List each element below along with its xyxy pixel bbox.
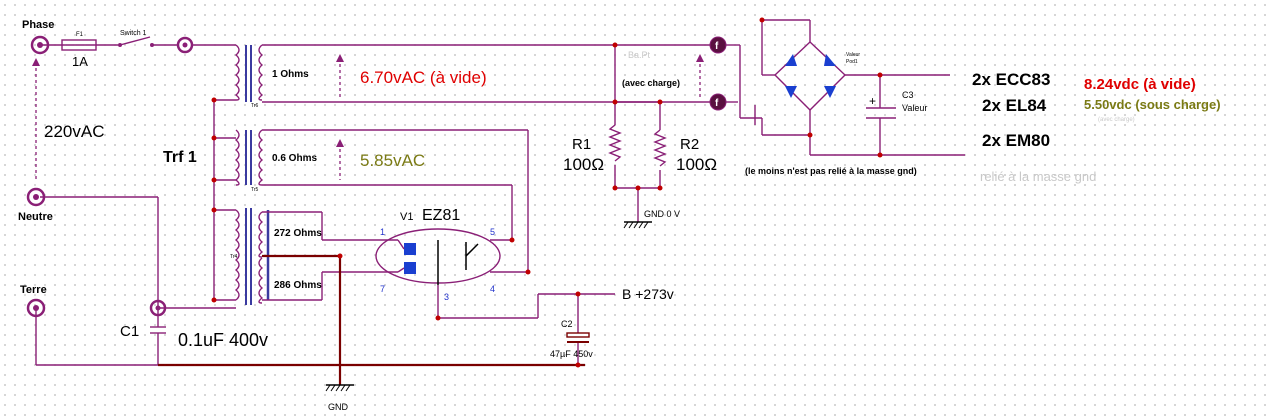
- note-ghost-label: relié à la masse gnd: [980, 169, 1096, 184]
- bridge-ref-label: Valeur: [846, 52, 860, 58]
- gnd-bottom-label: GND: [328, 402, 349, 412]
- sec3-label: 272 Ohms: [274, 228, 322, 239]
- vdc-ghost-label: (avec charge): [1098, 117, 1135, 123]
- bridge-ref2-label: Pod1: [846, 59, 858, 65]
- r1-value-label: 100Ω: [563, 155, 604, 174]
- tube-name-label: EZ81: [422, 207, 460, 224]
- vdc-load-label: 5.50vdc (sous charge): [1084, 97, 1221, 112]
- fuse-ref-label: F1: [76, 32, 84, 38]
- c3-ref-label: C3: [902, 90, 914, 100]
- ez81-tube: [375, 228, 501, 285]
- c2-capacitor: [566, 332, 590, 343]
- pin5-label: 5: [490, 227, 495, 237]
- note-label: (le moins n'est pas relié à la masse gnd…: [745, 166, 917, 176]
- output-em80-label: 2x EM80: [982, 131, 1050, 150]
- c2-ref-label: C2: [561, 319, 573, 329]
- c2-value-label: 47µF 450v: [550, 349, 593, 359]
- phase-terminal: [30, 35, 50, 55]
- gnd-symbol-0v: [623, 188, 652, 229]
- sec4-label: 286 Ohms: [274, 280, 322, 291]
- r1-ref-label: R1: [572, 136, 591, 153]
- junction-dots: [211, 17, 883, 368]
- transformer-2: [234, 129, 264, 186]
- sec2-label: 0.6 Ohms: [272, 153, 317, 164]
- ghost-top-label: Ba.Pt: [628, 50, 651, 60]
- secondary-wiring: [262, 44, 710, 365]
- tr5-label: Tr5: [251, 187, 259, 193]
- transformer-label: Trf 1: [163, 149, 197, 166]
- r2-ref-label: R2: [680, 136, 699, 153]
- neutral-terminal: [26, 187, 46, 207]
- secondary-1-voltage: 6.70vAC (à vide): [360, 68, 487, 87]
- resistor-network: [608, 45, 667, 189]
- c1-node-terminal: [149, 299, 167, 317]
- mains-wiring: [32, 44, 585, 367]
- c3-value-label: Valeur: [902, 103, 927, 113]
- meter-bottom-letter: f: [715, 98, 719, 109]
- earth-terminal: [26, 298, 46, 318]
- meter-top-letter: f: [715, 41, 719, 52]
- gnd-symbol-bottom: [325, 365, 354, 392]
- pin1-label: 1: [380, 227, 385, 237]
- r2-value-label: 100Ω: [676, 155, 717, 174]
- b-plus-label: B +273v: [622, 286, 674, 302]
- switch-symbol: [118, 36, 154, 47]
- gnd-0v-label: GND 0 V: [644, 209, 680, 219]
- c1-ref-label: C1: [120, 323, 139, 340]
- mains-voltage-label: 220vAC: [44, 122, 104, 141]
- output-ecc83-label: 2x ECC83: [972, 70, 1050, 89]
- output-el84-label: 2x EL84: [982, 96, 1047, 115]
- vdc-noload-label: 8.24vdc (à vide): [1084, 76, 1196, 93]
- pin7-label: 7: [380, 284, 385, 294]
- tr4-label: Tr4: [230, 254, 238, 260]
- pin3-label: 3: [444, 292, 449, 302]
- transformer-1: [234, 44, 264, 102]
- pin4-label: 4: [490, 284, 495, 294]
- switch-label: Switch 1: [120, 30, 147, 37]
- fuse-value-label: 1A: [72, 54, 88, 69]
- phase-label: Phase: [22, 19, 54, 31]
- secondary-2-voltage: 5.85vAC: [360, 151, 425, 170]
- c3-plus-label: +: [869, 94, 876, 108]
- c1-value-label: 0.1uF 400v: [178, 330, 268, 350]
- avec-charge-label: (avec charge): [622, 78, 680, 88]
- neutre-label: Neutre: [18, 211, 53, 223]
- tr6-label: Tr6: [251, 103, 259, 109]
- bridge-rectifier: [726, 19, 965, 156]
- switch-output-terminal: [176, 36, 194, 54]
- tube-ref-label: V1: [400, 211, 413, 223]
- sec1-label: 1 Ohms: [272, 69, 309, 80]
- terre-label: Terre: [20, 284, 47, 296]
